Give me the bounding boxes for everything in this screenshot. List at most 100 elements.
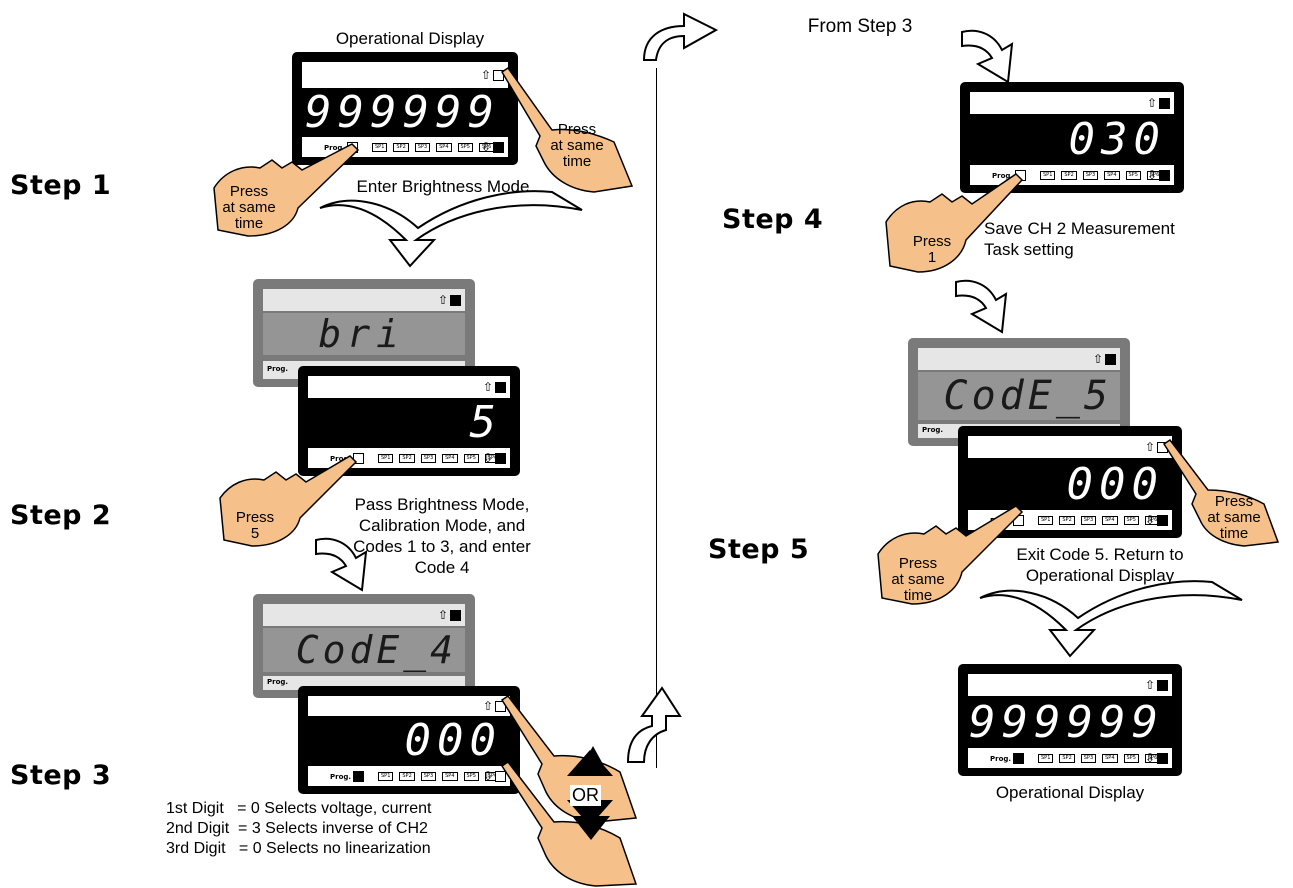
sp3-indicator: SP3 <box>1082 171 1099 180</box>
up-arrow-icon: ⇧ <box>480 68 491 82</box>
meter-top-strip: ⇧ <box>968 436 1172 458</box>
sp2-indicator: SP2 <box>1059 754 1075 763</box>
up-key[interactable]: ⇧ <box>483 380 506 394</box>
hand-down-icon <box>500 760 638 887</box>
down-triangle-icon[interactable] <box>565 798 615 828</box>
hand-press-icon <box>219 455 358 547</box>
sp2-indicator: SP2 <box>1059 516 1075 525</box>
sp3-indicator: SP3 <box>414 143 431 152</box>
prog-button-icon <box>353 771 365 782</box>
sp5-indicator: SP5 <box>1123 516 1139 525</box>
down-key[interactable]: ⇩ <box>1145 513 1168 527</box>
sp-indicators: SP1 SP2 SP3 SP4 SP5 SP6 <box>378 772 501 781</box>
prog-label: Prog. <box>990 754 1012 763</box>
down-arrow-icon: ⇩ <box>1144 751 1155 765</box>
sp5-indicator: SP5 <box>1125 171 1141 180</box>
caption-save-ch2: Save CH 2 Measurement Task setting <box>984 219 1175 259</box>
sp4-indicator: SP4 <box>1102 754 1118 763</box>
down-key[interactable]: ⇩ <box>1147 168 1170 182</box>
prog-label: Prog. <box>330 772 352 781</box>
caption-pass-brightness-mode: Pass Brightness Mode, Calibration Mode, … <box>353 495 531 577</box>
sp5-indicator: SP5 <box>1123 754 1139 763</box>
down-arrow-icon: ⇩ <box>482 451 493 465</box>
meter-bottom-strip: Prog. SP1 SP2 SP3 SP4 SP5 SP6 ⇩ <box>968 748 1172 768</box>
up-key[interactable]: ⇧ <box>438 608 461 622</box>
meter-code-4: ⇧ CodE_4 Prog. <box>253 594 475 698</box>
up-key[interactable]: ⇧ <box>1093 352 1116 366</box>
hand-press-icon <box>877 505 1024 605</box>
caption-operational-display-bottom: Operational Display <box>995 783 1145 802</box>
display-value: 999999 <box>969 698 1164 746</box>
step-5-label: Step 5 <box>708 534 810 565</box>
curved-arrow-step4-icon <box>955 279 1008 334</box>
hand-press-icon <box>885 173 1024 273</box>
up-key[interactable]: ⇧ <box>1147 96 1170 110</box>
down-button-icon <box>1159 169 1170 181</box>
meter-top-strip: ⇧ <box>308 376 510 398</box>
curved-arrow-step2-icon <box>315 537 368 592</box>
display-value: 999999 <box>305 90 500 134</box>
down-key[interactable]: ⇩ <box>483 769 506 783</box>
meter-bottom-strip: Prog. SP1 SP2 SP3 SP4 SP5 SP6 ⇩ <box>308 766 510 786</box>
up-button-icon <box>495 381 506 393</box>
prog-key[interactable]: Prog. <box>990 753 1025 764</box>
meter-top-strip: ⇧ <box>970 92 1174 114</box>
step-4-label: Step 4 <box>722 204 824 235</box>
prog-label: Prog. <box>330 454 352 463</box>
prog-label: Prog. <box>992 171 1014 180</box>
meter-window: 999999 <box>302 90 508 134</box>
sp5-indicator: SP5 <box>463 772 479 781</box>
up-arrow-icon: ⇧ <box>1092 352 1103 366</box>
step-2-label: Step 2 <box>10 500 112 531</box>
up-key[interactable]: ⇧ <box>1145 678 1168 692</box>
display-value: 000 <box>1066 460 1164 508</box>
up-key[interactable]: ⇧ <box>438 293 461 307</box>
up-triangle-icon[interactable] <box>565 748 615 778</box>
sp3-indicator: SP3 <box>420 454 437 463</box>
down-button-icon <box>1157 752 1168 764</box>
up-button-icon <box>1157 679 1168 691</box>
up-arrow-icon: ⇧ <box>437 293 448 307</box>
prog-key[interactable]: Prog. <box>922 426 943 434</box>
down-button-icon <box>495 770 506 782</box>
meter-top-strip: ⇧ <box>263 289 465 311</box>
display-value: 5 <box>469 400 502 444</box>
hand-label-step5-right: Press at same time <box>1207 493 1261 542</box>
up-button-icon <box>450 294 461 306</box>
prog-key[interactable]: Prog. <box>267 678 288 686</box>
up-arrow-icon: ⇧ <box>482 380 493 394</box>
hand-label-step1-right: Press at same time <box>550 121 604 170</box>
caption-enter-brightness-mode: Enter Brightness Mode <box>356 177 530 196</box>
sp-indicators: SP1 SP2 SP3 SP4 SP5 SP6 <box>1038 516 1161 525</box>
down-key[interactable]: ⇩ <box>483 451 506 465</box>
down-arrow-icon: ⇩ <box>1144 513 1155 527</box>
prog-key[interactable]: Prog. <box>330 771 365 782</box>
sp2-indicator: SP2 <box>393 143 409 152</box>
sp-indicators: SP1 SP2 SP3 SP4 SP5 SP6 <box>378 454 501 463</box>
hand-label-step1-left: Press at same time <box>222 183 276 232</box>
sp-indicators: SP1 SP2 SP3 SP4 SP5 SP6 <box>1038 754 1161 763</box>
curved-arrow-bottom-icon <box>626 686 682 763</box>
prog-key[interactable]: Prog. <box>267 365 288 373</box>
sp1-indicator: SP1 <box>1038 516 1054 525</box>
prog-key[interactable]: Prog. <box>330 453 365 464</box>
meter-window: CodE_4 <box>263 628 465 672</box>
hand-press-icon <box>1162 438 1280 547</box>
up-arrow-icon: ⇧ <box>437 608 448 622</box>
digit-note-3: 3rd Digit = 0 Selects no linearization <box>166 840 431 857</box>
up-arrow-icon: ⇧ <box>1146 96 1157 110</box>
display-value: 000 <box>404 718 502 762</box>
down-arrow-icon: ⇩ <box>482 769 493 783</box>
down-key[interactable]: ⇩ <box>1145 751 1168 765</box>
meter-top-strip: ⇧ <box>918 348 1120 370</box>
sp-indicators: SP1 SP2 SP3 SP4 SP5 SP6 <box>1040 171 1163 180</box>
divider-line <box>656 68 657 768</box>
down-key[interactable]: ⇩ <box>481 140 504 154</box>
prog-button-icon <box>353 453 365 464</box>
sp3-indicator: SP3 <box>1080 516 1097 525</box>
sp2-indicator: SP2 <box>1061 171 1077 180</box>
prog-label: Prog. <box>267 678 289 686</box>
digit-note-2: 2nd Digit = 3 Selects inverse of CH2 <box>166 820 428 837</box>
sp1-indicator: SP1 <box>1038 754 1054 763</box>
